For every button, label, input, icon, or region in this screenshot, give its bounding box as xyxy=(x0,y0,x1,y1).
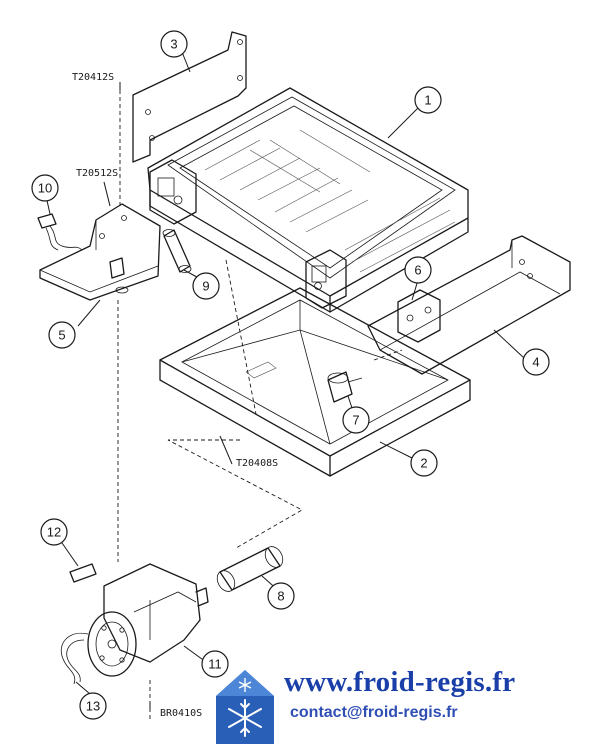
part-tube-8 xyxy=(216,546,284,592)
callout-7: 7 xyxy=(342,406,370,434)
callout-1: 1 xyxy=(414,86,442,114)
callout-8: 8 xyxy=(267,582,295,610)
ref-code-t20408s: T20408S xyxy=(236,458,278,469)
svg-text:4: 4 xyxy=(532,355,539,370)
part-clamp-6 xyxy=(397,289,441,343)
svg-text:5: 5 xyxy=(58,328,65,343)
callout-11: 11 xyxy=(201,650,229,678)
part-fitting-7 xyxy=(327,371,363,403)
callout-13: 13 xyxy=(79,692,107,720)
svg-text:2: 2 xyxy=(420,456,427,471)
svg-text:12: 12 xyxy=(47,525,61,540)
brand-website[interactable]: www.froid-regis.fr xyxy=(284,666,516,698)
callout-9: 9 xyxy=(192,272,220,300)
part-cylinder-9 xyxy=(162,229,192,273)
part-drain-pan-2 xyxy=(159,287,471,477)
svg-text:1: 1 xyxy=(424,93,431,108)
part-frame-4 xyxy=(367,235,571,375)
assembly-guide-lines xyxy=(117,90,403,720)
part-sensor-10 xyxy=(37,213,83,251)
ref-code-br0410s: BR0410S xyxy=(160,708,202,719)
callout-12: 12 xyxy=(40,518,68,546)
ref-code-t20512s: T20512S xyxy=(76,168,118,179)
callout-6: 6 xyxy=(404,256,432,284)
svg-text:7: 7 xyxy=(352,413,359,428)
svg-text:8: 8 xyxy=(277,589,284,604)
leader-lines xyxy=(45,51,525,710)
part-bracket-3 xyxy=(132,31,247,163)
callout-4: 4 xyxy=(522,348,550,376)
svg-text:11: 11 xyxy=(208,657,222,672)
brand-email[interactable]: contact@froid-regis.fr xyxy=(290,704,458,721)
svg-text:9: 9 xyxy=(202,279,209,294)
part-plate-5 xyxy=(39,203,161,301)
svg-text:6: 6 xyxy=(414,263,421,278)
svg-text:13: 13 xyxy=(86,699,100,714)
part-wire-13 xyxy=(60,632,89,685)
callout-3: 3 xyxy=(160,30,188,58)
callout-2: 2 xyxy=(410,449,438,477)
svg-text:10: 10 xyxy=(38,181,52,196)
snowflake-house-logo-icon xyxy=(216,670,274,744)
ref-code-t20412s: T20412S xyxy=(72,72,114,83)
part-motor-11 xyxy=(87,563,209,677)
brand-watermark: www.froid-regis.fr contact@froid-regis.f… xyxy=(212,662,600,749)
svg-text:3: 3 xyxy=(170,37,177,52)
callout-10: 10 xyxy=(31,174,59,202)
part-pad-12 xyxy=(69,563,97,583)
callout-5: 5 xyxy=(48,321,76,349)
